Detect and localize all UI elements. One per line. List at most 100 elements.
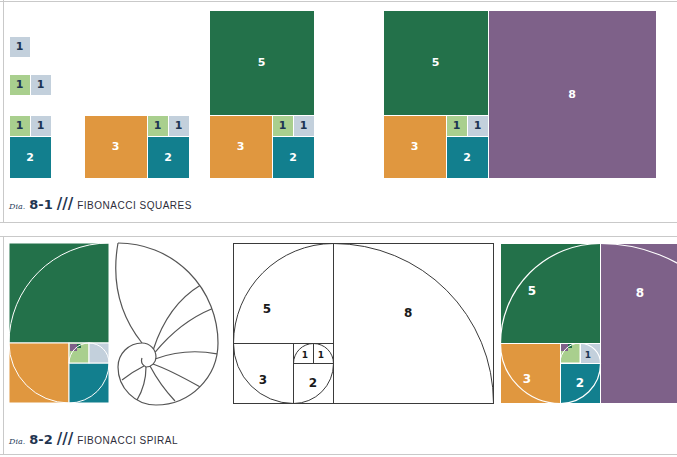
fibonacci-square: 2 [446,136,489,179]
square-number: 3 [237,141,245,152]
rule-line [3,0,4,222]
fibonacci-square: 1 [446,115,468,137]
shell-septum [154,286,200,349]
spiral-arc [501,344,561,404]
shell-septum [156,352,217,359]
fibonacci-square: 2 [272,136,315,179]
fibonacci-square: 2 [293,363,334,404]
square-tile [560,343,580,363]
fibonacci-square: 1 [272,115,294,137]
spiral-arc [601,244,677,404]
nautilus-shell [116,243,218,405]
rule-line [0,454,677,455]
square-number: 1 [279,120,287,131]
spiral-arc [500,243,601,344]
spiral-arc [314,344,334,364]
fibonacci-square: 1 [9,115,31,137]
shell-septum [155,309,212,352]
spiral-arc [294,344,314,364]
square-number: 2 [289,152,297,163]
diagram-title: FIBONACCI SQUARES [77,200,192,211]
fibonacci-square: 5 [209,10,315,116]
spiral-arc [560,343,580,363]
square-number: 3 [112,141,120,152]
fibonacci-square: 1 [580,343,601,364]
fibonacci-square: 1 [293,343,314,364]
square-number: 5 [528,285,536,297]
fibonacci-square: 1 [9,36,31,58]
slash-divider: /// [57,195,73,213]
fibonacci-square: 3 [383,115,447,179]
fibonacci-square: 3 [84,115,148,179]
colour-spiral-extra [560,343,580,363]
square-number: 1 [37,120,45,131]
square-number: 8 [404,307,412,319]
square-number: 8 [568,89,576,100]
spiral-arc [234,244,334,344]
slash-divider: /// [57,430,73,448]
diagram-number: 8-2 [29,432,53,447]
fibonacci-square: 2 [9,136,52,179]
shell-septum [122,366,144,380]
fibonacci-square: 1 [147,115,169,137]
fibonacci-square: 5 [383,10,489,116]
spiral-arc [69,363,109,403]
square-number: 1 [453,120,461,131]
fibonacci-square: 8 [333,243,494,404]
square-number: 1 [585,351,591,360]
spiral-arc [294,364,334,404]
fibonacci-square: 1 [467,115,489,137]
square-number: 3 [411,141,419,152]
square-number: 1 [37,79,45,90]
spiral-arc [9,343,69,403]
square-number: 2 [309,377,317,389]
fibonacci-square: 3 [233,343,294,404]
spiral-arc [69,343,89,363]
diagram-prefix: Dia. [9,202,25,211]
rule-line [0,1,677,2]
spiral-arc [333,243,494,404]
spiral-arc [334,244,494,404]
square-tile [9,343,69,403]
square-number: 1 [300,120,308,131]
square-number: 1 [154,120,162,131]
shell-aperture [116,243,142,343]
fibonacci-square: 1 [30,74,52,96]
figure-caption: Dia.8-1///FIBONACCI SQUARES [9,195,192,213]
square-number: 1 [16,41,24,52]
square-number: 2 [576,377,584,389]
square-number: 5 [432,57,440,68]
shell-septum [150,366,175,401]
spiral-arc [9,243,109,343]
spiral-arc [233,243,334,344]
square-tile [69,363,109,403]
square-number: 1 [16,120,24,131]
fibonacci-square: 1 [168,115,190,137]
fibonacci-square: 1 [313,343,334,364]
diagram-prefix: Dia. [9,437,25,446]
rule-line [0,236,677,237]
spiral-arc [581,344,601,364]
square-number: 2 [26,152,34,163]
figure-caption: Dia. 8-2 /// FIBONACCI SPIRAL [9,430,178,448]
square-number: 1 [175,120,183,131]
square-number: 2 [164,152,172,163]
square-number: 8 [636,287,644,299]
square-number: 1 [474,120,482,131]
fibonacci-square: 2 [147,136,190,179]
fibonacci-square: 5 [233,243,334,344]
square-tile [9,243,109,343]
square-number: 2 [463,152,471,163]
spiral-arc [600,243,677,404]
square-number: 5 [263,303,271,315]
rule-line [0,222,677,223]
square-number: 1 [318,351,324,360]
rule-line [3,236,4,454]
small-spiral [9,243,109,403]
square-number: 1 [302,351,308,360]
diagram-title: FIBONACCI SPIRAL [77,435,178,446]
shell-septum [137,367,146,400]
spiral-arc [501,244,601,344]
